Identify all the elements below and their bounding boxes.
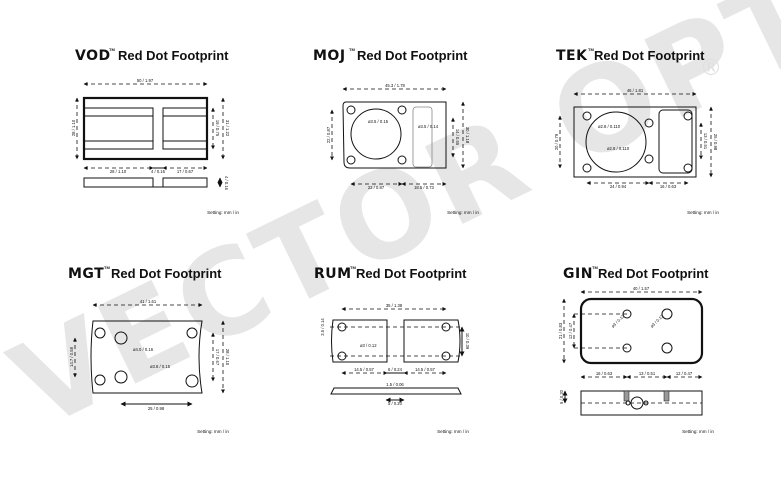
panel-vod: VOD TM Red Dot Footprint 50 / 1.97 28 / … <box>71 47 239 215</box>
dim-label: 3.5 / 0.14 <box>320 318 325 336</box>
dim-label: 16 / 0.63 <box>596 371 613 376</box>
dim-label: 19 / 0.75 <box>215 120 220 137</box>
units-note: Setting: mm / in <box>197 429 229 434</box>
hole-label: ø3.5 / 0.15 <box>368 119 389 124</box>
trademark: TM <box>104 265 110 270</box>
dim-label: 24 / 0.94 <box>610 184 627 189</box>
emitter-window <box>585 111 647 173</box>
watermark-registered-mark: ® <box>700 56 722 81</box>
dim-label: 5 / 0.20 <box>388 401 403 406</box>
dim-label: 31 / 1.22 <box>225 120 230 137</box>
panel-mgt: MGT TM Red Dot Footprint 41 / 1.61 14.7 … <box>68 265 230 434</box>
trademark: TM <box>349 47 355 52</box>
footprint-outline <box>573 106 697 178</box>
dim-label: 4 / 0.16 <box>151 169 166 174</box>
dim-label: 13 / 0.51 <box>703 133 708 150</box>
dim-label: 22 / 0.87 <box>368 185 385 190</box>
units-note: Setting: mm / in <box>682 429 714 434</box>
panel-moj: MOJ TM Red Dot Footprint 45.3 / 1.78 22 … <box>313 47 479 215</box>
units-note: Setting: mm / in <box>687 210 719 215</box>
dim-label: 30 / 1.18 <box>465 127 470 144</box>
panel-title: Red Dot Footprint <box>356 266 467 281</box>
panel-title: Red Dot Footprint <box>357 48 468 63</box>
dim-label: 28 / 1.10 <box>225 349 230 366</box>
dim-label: 28 / 1.10 <box>71 119 76 136</box>
panel-rum: RUM TM Red Dot Footprint 35 / 1.38 3.5 /… <box>314 265 470 434</box>
side-profile <box>580 390 703 416</box>
brand-logo-moj: MOJ <box>313 48 346 64</box>
panel-title: Red Dot Footprint <box>118 48 229 63</box>
dim-label: 25 / 0.98 <box>148 406 165 411</box>
hole-label: ø3 / 0.12 <box>360 343 377 348</box>
hole-label: ø4.0 / 0.16 <box>133 347 154 352</box>
dim-label: 14.5 / 0.57 <box>415 367 435 372</box>
hole-label: ø3.8 / 0.15 <box>150 364 171 369</box>
dim-label: 45.3 / 1.78 <box>385 83 405 88</box>
units-note: Setting: mm / in <box>207 210 239 215</box>
trademark: TM <box>592 265 598 270</box>
brand-logo-vod: VOD <box>75 48 111 64</box>
slot <box>658 109 693 174</box>
brand-logo-mgt: MGT <box>68 266 104 282</box>
panel-title: Red Dot Footprint <box>111 266 222 281</box>
dim-label: 16 / 0.63 <box>660 184 677 189</box>
hole-label: ø3 / 0.12 <box>610 313 626 329</box>
footprint-outline <box>90 320 203 394</box>
dim-label: 13 / 0.51 <box>639 371 656 376</box>
footprint-outline <box>342 101 447 169</box>
panel-title: Red Dot Footprint <box>598 266 709 281</box>
dim-label: 35 / 1.38 <box>386 303 403 308</box>
dim-label: 17 / 0.67 <box>177 169 194 174</box>
dim-label: 20 / 0.79 <box>554 133 559 150</box>
hole-label: ø2.8 / 0.110 <box>598 124 621 129</box>
dim-label: 10 / 0.39 <box>465 333 470 350</box>
dim-label: 18.5 / 0.73 <box>414 185 434 190</box>
side-profile <box>330 387 462 395</box>
slot <box>412 106 433 168</box>
dim-label: 17 / 0.67 <box>215 349 220 366</box>
dim-label: 4 / 0.16 <box>224 176 229 191</box>
dim-label: 14 / 0.55 <box>455 129 460 146</box>
dim-label: 12 / 0.47 <box>568 322 573 339</box>
dim-label: 1.5 / 0.06 <box>386 382 404 387</box>
hole-label: ø3 / 0.12 <box>649 313 665 329</box>
dim-label: 6 / 0.24 <box>388 367 403 372</box>
dim-label: 5 / 0.20 <box>559 389 564 404</box>
hole-label: ø3.5 / 0.14 <box>418 124 439 129</box>
panel-gin: GIN TM Red Dot Footprint 40 / 1.57 21 / … <box>558 265 714 434</box>
rail-slots <box>84 107 207 150</box>
dim-label: 22 / 0.87 <box>326 126 331 143</box>
dim-label: 12 / 0.47 <box>676 371 693 376</box>
dim-label: 14.7 / 0.58 <box>69 346 74 366</box>
dim-label: 40 / 1.57 <box>633 286 650 291</box>
brand-logo-tek: TEK <box>556 48 588 64</box>
brand-logo-gin: GIN <box>563 266 593 282</box>
dim-label: 46 / 1.81 <box>627 88 644 93</box>
emitter-window <box>350 108 402 160</box>
brand-logo-rum: RUM <box>314 266 352 282</box>
dim-label: 28 / 1.10 <box>110 169 127 174</box>
side-profile <box>83 177 208 188</box>
dim-label: 21 / 0.83 <box>558 322 563 339</box>
trademark: TM <box>588 47 594 52</box>
trademark: TM <box>109 47 115 52</box>
dim-label: 25 / 0.98 <box>713 134 718 151</box>
hole-label: ø2.8 / 0.110 <box>607 146 630 151</box>
dim-label: 41 / 1.61 <box>140 299 157 304</box>
units-note: Setting: mm / in <box>437 429 469 434</box>
footprint-left-block <box>331 319 388 363</box>
footprint-outline <box>579 297 704 365</box>
trademark: TM <box>350 265 356 270</box>
footprint-outline <box>82 96 209 161</box>
dim-label: 14.5 / 0.57 <box>354 367 374 372</box>
panel-tek: TEK TM Red Dot Footprint 46 / 1.81 20 / … <box>554 47 719 215</box>
dim-label: 50 / 1.97 <box>137 78 154 83</box>
panel-title: Red Dot Footprint <box>594 48 705 63</box>
units-note: Setting: mm / in <box>447 210 479 215</box>
